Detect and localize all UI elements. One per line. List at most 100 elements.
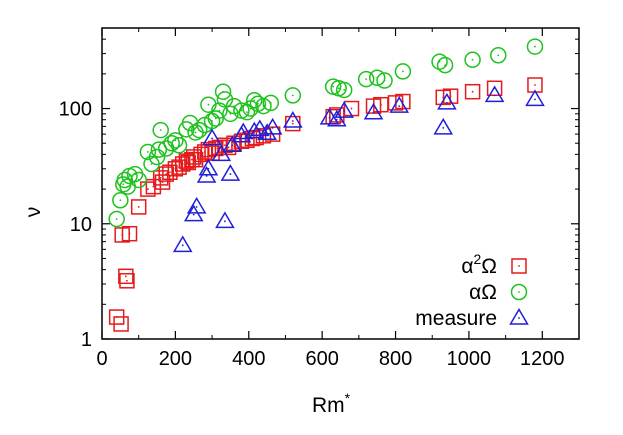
- triangle-marker: [249, 119, 270, 137]
- point-circle-40: [335, 81, 353, 99]
- point-square-9: [152, 170, 169, 186]
- square-marker: [113, 316, 129, 332]
- circle-marker: [167, 132, 184, 149]
- circle-marker: [222, 105, 239, 123]
- point-circle-37: [284, 87, 302, 104]
- center-dot: [332, 85, 335, 88]
- center-dot: [126, 185, 129, 188]
- center-dot: [379, 103, 382, 106]
- center-dot: [442, 126, 445, 129]
- center-dot: [471, 90, 474, 93]
- plot-frame: [101, 27, 580, 340]
- x-axis-label: Rm*: [312, 390, 351, 417]
- circle-marker: [464, 51, 481, 69]
- center-dot: [337, 87, 340, 90]
- x-tick-label-4: 800: [379, 348, 412, 370]
- center-dot: [165, 173, 168, 175]
- center-dot: [137, 206, 140, 208]
- circle-marker: [112, 192, 129, 209]
- center-dot: [181, 244, 184, 247]
- circle-marker: [207, 110, 224, 127]
- triangle-marker: [389, 96, 410, 113]
- x-tick-label-0: 0: [96, 348, 107, 370]
- point-circle-36: [262, 94, 280, 112]
- point-square-12: [162, 164, 178, 180]
- legend-label-2: measure: [415, 307, 497, 330]
- point-circle-7: [130, 171, 147, 189]
- center-dot: [240, 109, 243, 112]
- center-dot: [343, 89, 346, 91]
- triangle-marker: [437, 92, 457, 110]
- center-dot: [246, 111, 248, 114]
- point-triangle-19: [334, 101, 354, 118]
- point-circle-12: [152, 121, 169, 139]
- legend-label-base: measure: [415, 307, 497, 330]
- center-dot: [446, 101, 448, 104]
- triangle-marker: [244, 121, 265, 139]
- point-circle-1: [112, 192, 129, 209]
- center-dot: [122, 183, 125, 186]
- point-square-31: [239, 132, 255, 149]
- triangle-marker: [262, 117, 283, 135]
- point-circle-31: [238, 103, 256, 121]
- x-tick-label-5: 1000: [447, 348, 492, 370]
- point-circle-44: [394, 63, 412, 80]
- point-triangle-9: [222, 135, 243, 153]
- center-dot: [115, 218, 118, 220]
- square-marker: [239, 132, 255, 149]
- circle-marker: [335, 81, 353, 99]
- center-dot: [211, 120, 213, 122]
- center-dot: [269, 101, 272, 104]
- center-dot: [207, 167, 210, 170]
- circle-marker: [214, 83, 232, 100]
- triangle-marker: [257, 123, 277, 141]
- point-triangle-2: [186, 196, 207, 214]
- square-marker: [130, 199, 147, 215]
- center-dot: [258, 128, 261, 131]
- triangle-marker: [433, 117, 454, 135]
- point-square-39: [343, 100, 360, 117]
- point-triangle-22: [433, 117, 454, 135]
- triangle-marker: [525, 89, 545, 107]
- point-triangle-21: [389, 96, 410, 113]
- point-square-45: [442, 88, 459, 104]
- square-marker: [162, 164, 178, 180]
- x-axis-label-sup: *: [345, 390, 351, 406]
- triangle-marker: [222, 135, 243, 153]
- circle-marker: [157, 140, 175, 157]
- triangle-marker: [233, 122, 254, 140]
- circle-marker: [284, 87, 302, 104]
- center-dot: [372, 111, 375, 114]
- triangle-marker: [509, 308, 529, 325]
- point-triangle-16: [282, 110, 303, 128]
- circle-marker: [255, 97, 272, 115]
- center-dot: [152, 185, 155, 188]
- square-marker: [119, 273, 135, 289]
- center-dot: [224, 220, 226, 223]
- square-marker: [152, 170, 169, 186]
- triangle-marker: [327, 109, 347, 127]
- circle-marker: [262, 94, 280, 112]
- circle-marker: [368, 69, 386, 87]
- center-dot: [194, 131, 197, 134]
- center-dot: [146, 151, 149, 153]
- series-square: [108, 77, 543, 332]
- point-square-6: [130, 199, 147, 215]
- y-axis-label: ν: [22, 207, 45, 218]
- point-circle-16: [170, 137, 188, 154]
- center-dot: [178, 144, 180, 147]
- square-marker: [511, 258, 527, 274]
- circle-marker: [170, 137, 188, 154]
- series-circle: [108, 38, 544, 228]
- center-dot: [343, 110, 346, 113]
- center-dot: [246, 139, 248, 142]
- circle-marker: [526, 38, 544, 55]
- circle-marker: [490, 47, 507, 64]
- triangle-marker: [220, 164, 241, 181]
- circle-marker: [246, 92, 263, 109]
- y-tick-label-1: 10: [70, 214, 92, 236]
- square-marker: [442, 88, 459, 104]
- circle-marker: [376, 72, 393, 89]
